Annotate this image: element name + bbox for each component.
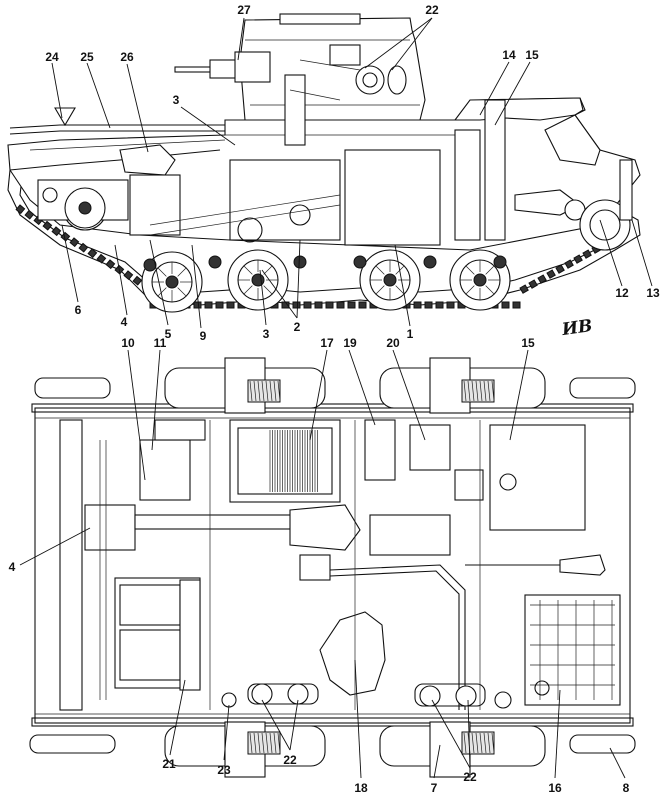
callout-4-top: 4 bbox=[8, 560, 16, 574]
idler-bottom-front bbox=[569, 734, 636, 754]
callout-22-left: 22 bbox=[283, 753, 297, 767]
callout-27: 27 bbox=[237, 3, 251, 17]
idler-top-front bbox=[569, 377, 636, 399]
callout-5: 5 bbox=[164, 327, 172, 341]
callout-3-lower: 3 bbox=[262, 327, 270, 341]
callout-23: 23 bbox=[217, 763, 231, 777]
return-roller bbox=[423, 255, 437, 269]
callout-9: 9 bbox=[199, 329, 207, 343]
callout-21: 21 bbox=[162, 757, 176, 771]
callout-22-right: 22 bbox=[463, 770, 477, 784]
callout-26: 26 bbox=[120, 50, 134, 64]
suspension-spring bbox=[249, 732, 281, 754]
turret-side bbox=[174, 13, 426, 146]
callout-10: 10 bbox=[121, 336, 135, 350]
callout-18: 18 bbox=[354, 781, 368, 795]
callout-20: 20 bbox=[386, 336, 400, 350]
callout-15-top: 15 bbox=[521, 336, 535, 350]
callout-3-upper: 3 bbox=[172, 93, 180, 107]
road-wheel bbox=[227, 249, 289, 311]
suspension-spring bbox=[249, 380, 281, 402]
callout-13: 13 bbox=[646, 286, 660, 300]
callout-22-turret: 22 bbox=[425, 3, 439, 17]
return-roller bbox=[493, 255, 507, 269]
leader-lines bbox=[19, 17, 653, 779]
sprocket-top-rear bbox=[34, 377, 111, 399]
return-roller bbox=[208, 255, 222, 269]
callout-7: 7 bbox=[430, 781, 438, 795]
sprocket-bottom-rear bbox=[29, 734, 116, 754]
top-view bbox=[29, 357, 636, 778]
internals-side bbox=[9, 99, 633, 251]
callout-11: 11 bbox=[153, 336, 167, 350]
bogie-top-right bbox=[379, 357, 546, 414]
callout-6: 6 bbox=[74, 303, 82, 317]
callout-16: 16 bbox=[548, 781, 562, 795]
callout-12: 12 bbox=[615, 286, 629, 300]
return-roller bbox=[293, 255, 307, 269]
callout-24: 24 bbox=[45, 50, 59, 64]
callout-15-side: 15 bbox=[525, 48, 539, 62]
suspension-spring bbox=[463, 732, 495, 754]
callout-8: 8 bbox=[622, 781, 630, 795]
road-wheels-side bbox=[141, 249, 511, 313]
return-roller bbox=[353, 255, 367, 269]
callout-4-side: 4 bbox=[120, 315, 128, 329]
road-wheel bbox=[359, 249, 421, 311]
suspension-spring bbox=[463, 380, 495, 402]
callout-17: 17 bbox=[320, 336, 334, 350]
callout-19: 19 bbox=[343, 336, 357, 350]
return-roller bbox=[143, 258, 157, 272]
side-view bbox=[7, 13, 641, 313]
callout-1: 1 bbox=[406, 327, 414, 341]
callout-14: 14 bbox=[502, 48, 516, 62]
artist-signature: ИВ bbox=[560, 315, 594, 341]
bogie-top-left bbox=[164, 357, 326, 414]
callout-2: 2 bbox=[293, 320, 301, 334]
bogie-bottom-right bbox=[379, 721, 546, 778]
callout-25: 25 bbox=[80, 50, 94, 64]
road-wheel bbox=[141, 251, 203, 313]
bogie-bottom-left bbox=[164, 721, 326, 778]
